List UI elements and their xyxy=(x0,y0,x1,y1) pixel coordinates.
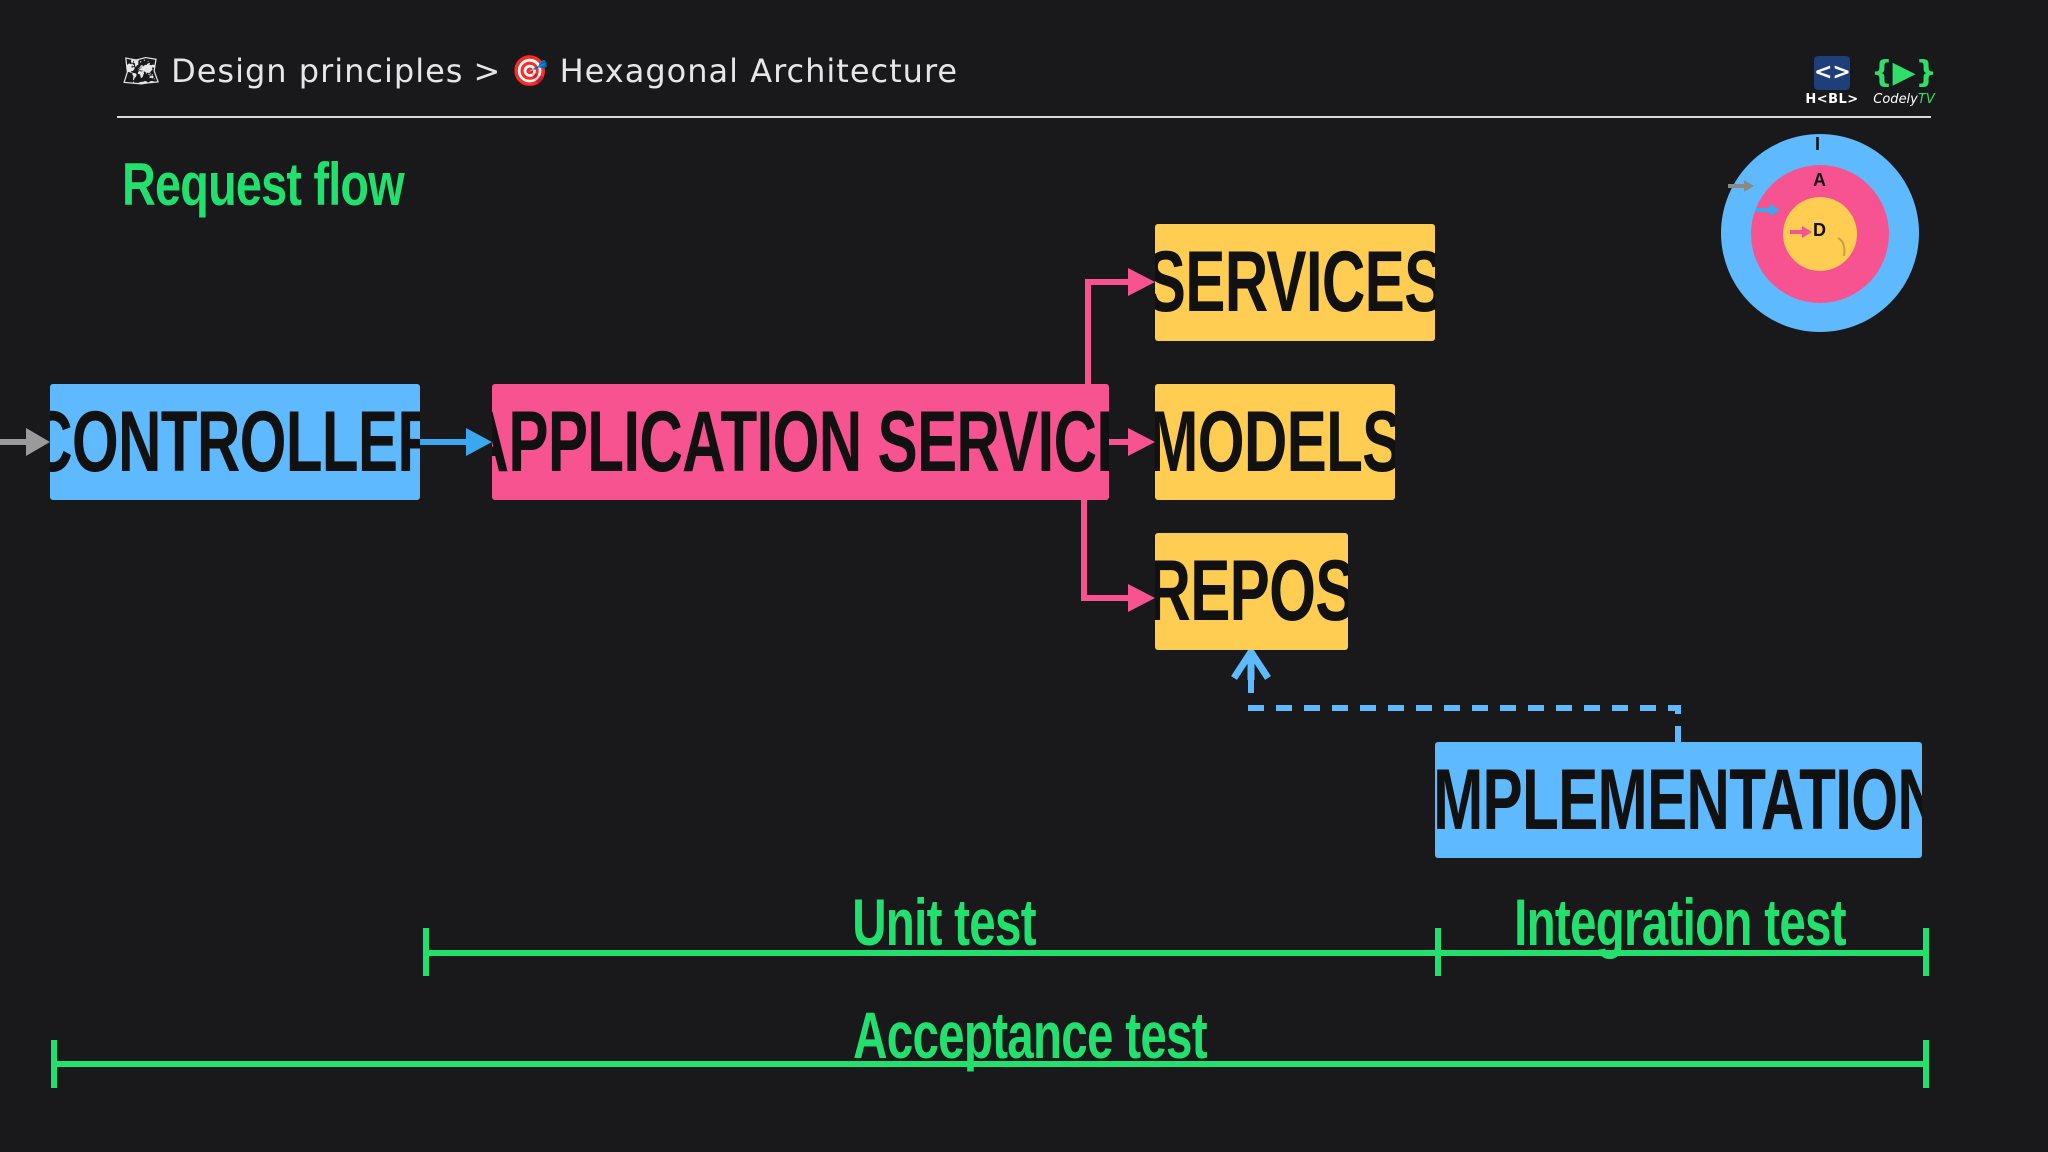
controller-to-service-arrow xyxy=(420,428,492,456)
models-box: MODELS xyxy=(1155,384,1395,500)
acceptance-test-range xyxy=(51,1040,1929,1088)
breadcrumb-item-hexagonal-architecture: Hexagonal Architecture xyxy=(559,52,959,90)
layer-label-application: A xyxy=(1813,170,1826,190)
hablo-logo-mark: <> xyxy=(1814,56,1851,90)
breadcrumb: 🗺 Design principles > 🎯 Hexagonal Archit… xyxy=(122,52,958,90)
controller-box: CONTROLLER xyxy=(50,384,420,500)
unit-test-label: Unit test xyxy=(852,885,1036,959)
application-service-label: APPLICATION SERVICE xyxy=(492,393,1109,490)
controller-label: CONTROLLER xyxy=(50,393,420,490)
codely-logo-text-a: Codely xyxy=(1873,92,1918,107)
page-title: Request flow xyxy=(122,151,405,218)
breadcrumb-separator: > xyxy=(473,52,502,90)
service-to-models-arrow xyxy=(1109,428,1155,456)
codely-logo-text: CodelyTV xyxy=(1873,92,1934,107)
service-to-repos-arrow xyxy=(1081,500,1155,612)
codely-logo-text-b: TV xyxy=(1917,92,1935,107)
services-box: SERVICES xyxy=(1155,224,1435,341)
codely-logo-mark: {▶} xyxy=(1871,55,1937,90)
implementation-box: IMPLEMENTATION xyxy=(1435,742,1922,858)
breadcrumb-item-design-principles: Design principles xyxy=(171,52,464,90)
repos-box: REPOS xyxy=(1155,533,1348,650)
integration-test-range xyxy=(1438,928,1929,976)
repos-label: REPOS xyxy=(1155,543,1348,639)
implementation-to-repos-arrow xyxy=(1231,645,1681,742)
layer-label-infrastructure: I xyxy=(1815,134,1821,154)
services-label: SERVICES xyxy=(1155,234,1435,330)
hablo-logo: <> H<BL> xyxy=(1800,56,1864,112)
models-label: MODELS xyxy=(1155,393,1395,490)
layer-label-domain: D xyxy=(1813,220,1826,240)
implementation-label: IMPLEMENTATION xyxy=(1435,751,1922,848)
codely-logo: {▶} CodelyTV xyxy=(1871,55,1937,112)
target-icon: 🎯 xyxy=(511,53,550,89)
hablo-logo-text: H<BL> xyxy=(1805,92,1859,107)
application-service-box: APPLICATION SERVICE xyxy=(492,384,1109,500)
acceptance-test-label: Acceptance test xyxy=(853,998,1207,1072)
map-icon: 🗺 xyxy=(122,53,162,89)
integration-test-label: Integration test xyxy=(1514,885,1846,959)
incoming-request-arrow xyxy=(0,428,50,456)
header-divider xyxy=(117,116,1931,118)
service-to-services-arrow xyxy=(1085,268,1155,384)
